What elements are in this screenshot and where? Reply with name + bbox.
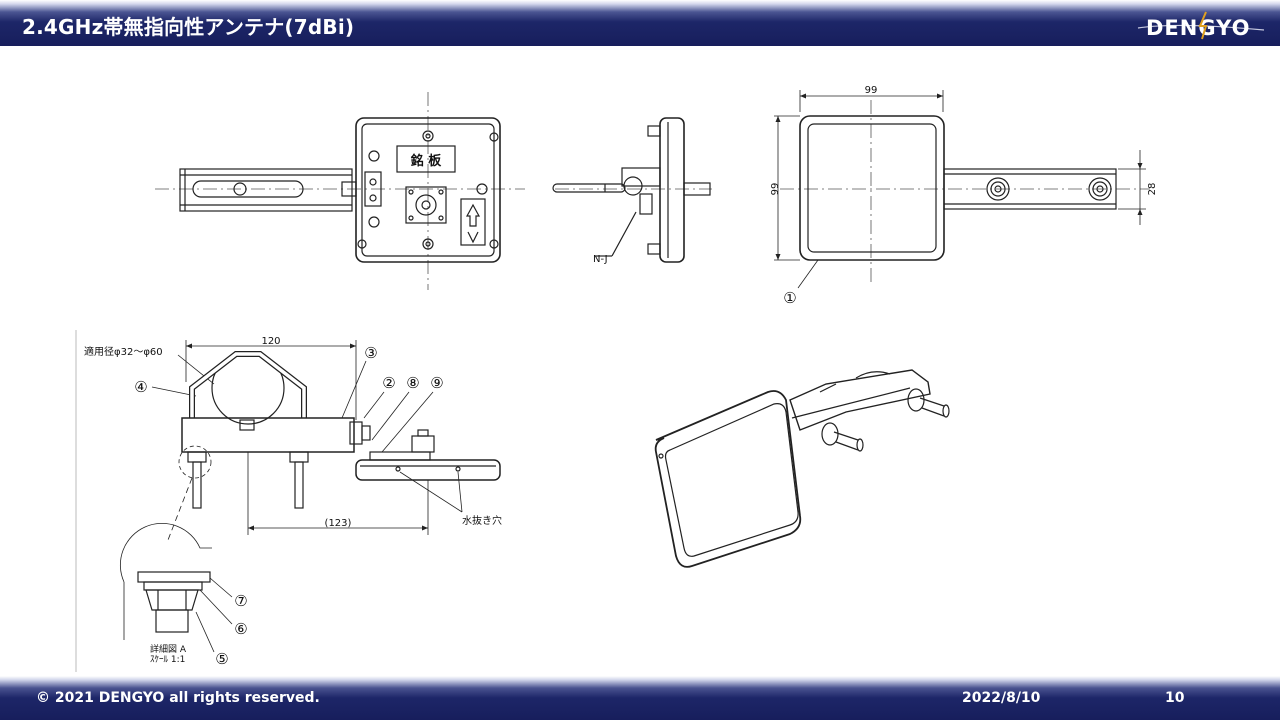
dim-123: (123) bbox=[325, 518, 352, 529]
callout-9: ⑨ bbox=[430, 374, 443, 392]
dim-99-side: 99 bbox=[770, 183, 781, 196]
detail-title: 詳細図 A bbox=[150, 643, 187, 655]
footer-bar: © 2021 DENGYO all rights reserved. 2022/… bbox=[0, 676, 1280, 720]
logo-text: DENGYO bbox=[1146, 16, 1250, 40]
dim-99-top: 99 bbox=[865, 85, 878, 96]
isometric-view bbox=[654, 369, 950, 568]
header-bar: 2.4GHz帯無指向性アンテナ(7dBi) DENGYO bbox=[0, 0, 1280, 46]
front-view: 99 99 28 ① bbox=[770, 85, 1158, 307]
mount-view: 120 適用径φ32～φ60 ④ ③ ② ⑧ ⑨ 水抜き穴 bbox=[84, 336, 502, 541]
callout-3: ③ bbox=[364, 344, 377, 362]
copyright-text: © 2021 DENGYO all rights reserved. bbox=[36, 690, 320, 706]
antenna-drawing: 銘 板 N-J 99 bbox=[75, 85, 1158, 672]
callout-6: ⑥ bbox=[234, 620, 247, 638]
dim-120: 120 bbox=[261, 336, 280, 347]
footer-date: 2022/8/10 bbox=[962, 690, 1041, 706]
callout-1: ① bbox=[783, 289, 796, 307]
dengyo-logo: DENGYO bbox=[1137, 11, 1265, 40]
dim-28: 28 bbox=[1147, 183, 1158, 196]
detail-scale: ｽｹｰﾙ 1:1 bbox=[150, 654, 185, 665]
drain-hole-label: 水抜き穴 bbox=[462, 514, 502, 527]
pipe-diameter-note: 適用径φ32～φ60 bbox=[84, 345, 163, 358]
nameplate-label: 銘 板 bbox=[411, 153, 443, 169]
callout-2: ② bbox=[382, 374, 395, 392]
slide-title: 2.4GHz帯無指向性アンテナ(7dBi) bbox=[22, 15, 355, 39]
callout-8: ⑧ bbox=[406, 374, 419, 392]
side-view: N-J bbox=[552, 117, 712, 265]
page-number: 10 bbox=[1165, 690, 1185, 706]
callout-7: ⑦ bbox=[234, 592, 247, 610]
detail-a-view: ⑦ ⑥ ⑤ 詳細図 A ｽｹｰﾙ 1:1 bbox=[120, 522, 248, 668]
callout-4: ④ bbox=[134, 378, 147, 396]
callout-5: ⑤ bbox=[215, 650, 228, 668]
rear-view: 銘 板 bbox=[155, 92, 525, 290]
connector-label: N-J bbox=[593, 254, 608, 265]
